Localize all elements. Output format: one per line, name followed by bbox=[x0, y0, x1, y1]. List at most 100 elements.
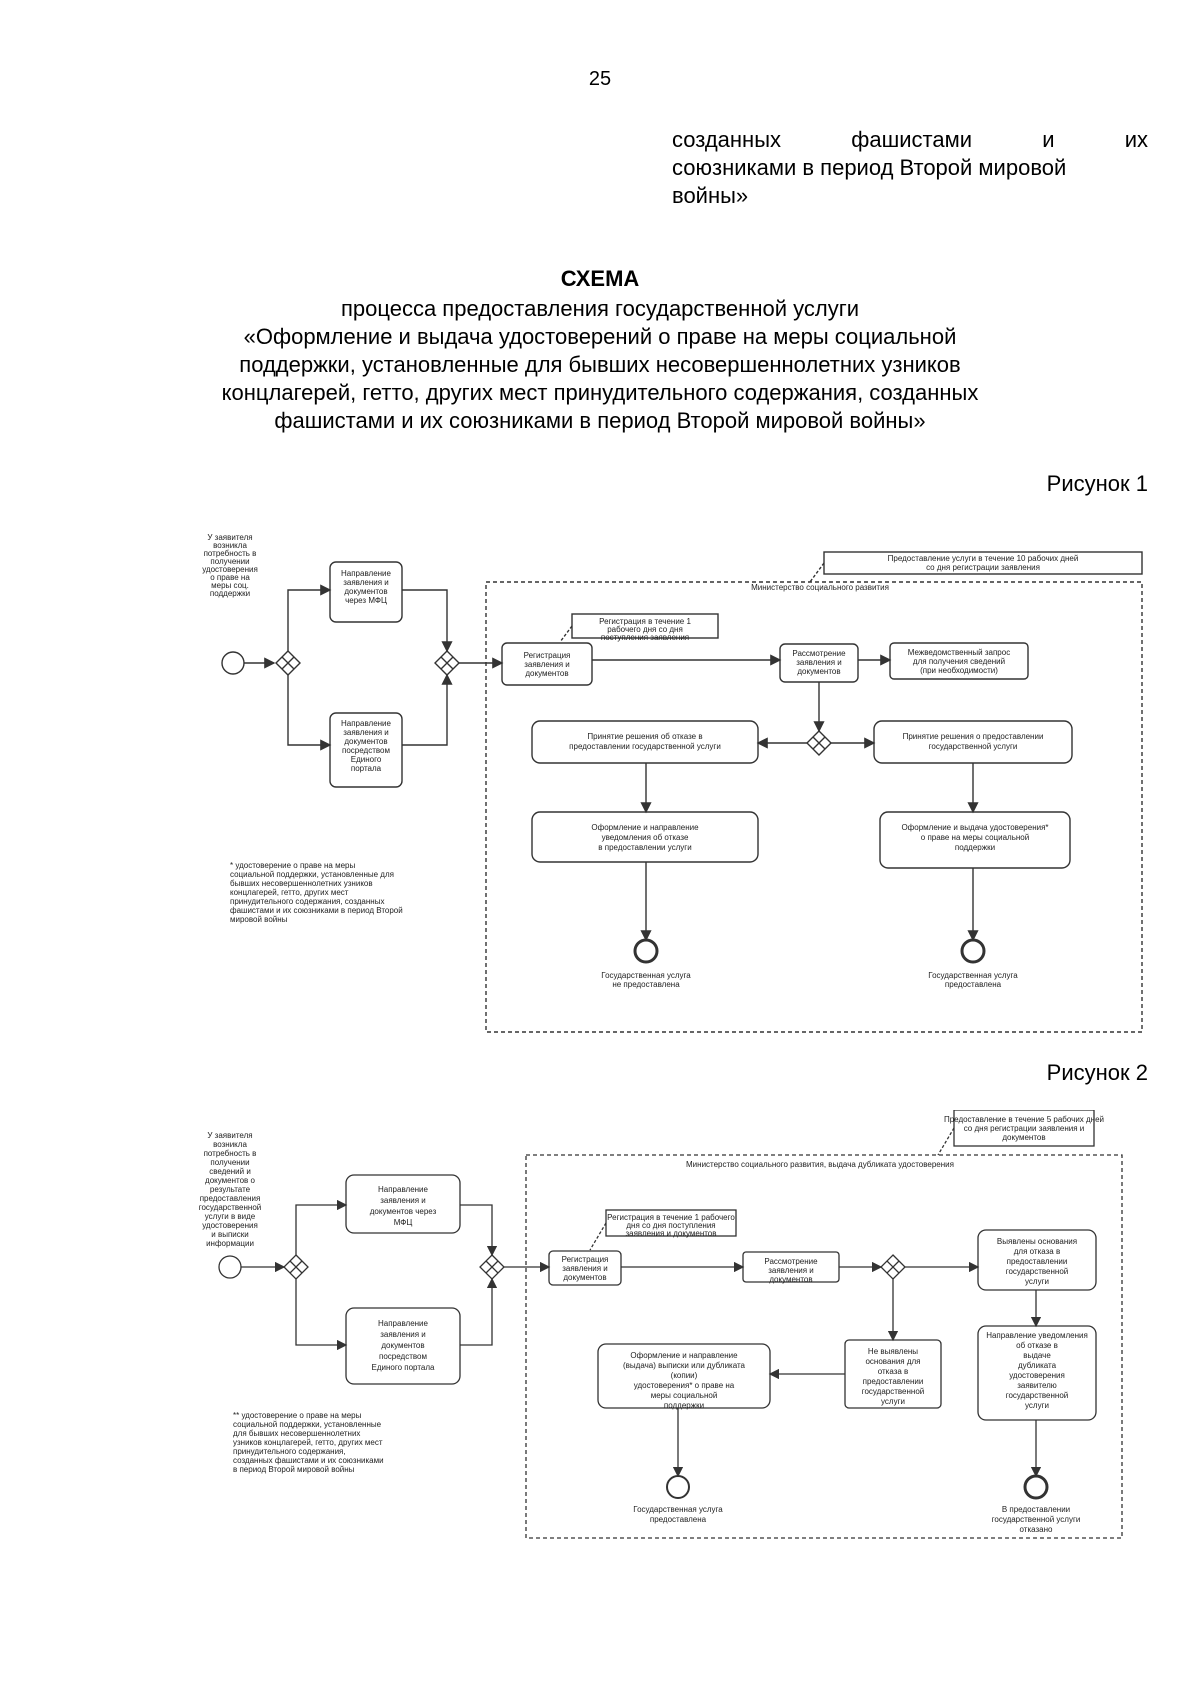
continued-line: союзниками в период Второй мировой bbox=[672, 155, 1067, 180]
footnote-line: * удостоверение о праве на меры bbox=[230, 861, 356, 870]
page-number: 25 bbox=[588, 68, 612, 90]
review-label-line: документов bbox=[797, 667, 840, 676]
deadline-register-label-line: Регистрация в течение 1 bbox=[599, 617, 691, 626]
issue-duplicate-label-line: (выдача) выписки или дубликата bbox=[623, 1361, 746, 1370]
issue-cert-label-line: поддержки bbox=[955, 843, 995, 852]
start-note-line: сведений и bbox=[209, 1167, 251, 1176]
task-issue-duplicate bbox=[597, 1343, 771, 1409]
footnote-line: социальной поддержки, установленные bbox=[233, 1420, 382, 1429]
footnote-line: принудительного содержания, созданных bbox=[230, 897, 384, 906]
end-refused-label-line: государственной услуги bbox=[992, 1515, 1081, 1524]
start-note-line: информации bbox=[206, 1239, 254, 1248]
task-register bbox=[548, 1250, 622, 1286]
scheme-title: СХЕМА bbox=[560, 266, 640, 291]
review-label-line: Рассмотрение bbox=[792, 649, 846, 658]
register-label-line: документов bbox=[563, 1273, 606, 1282]
end-event-granted bbox=[666, 1475, 690, 1499]
subtitle-line: фашистами и их союзниками в период Второ… bbox=[274, 408, 926, 433]
start-note-line: возникла bbox=[213, 1140, 247, 1149]
gateway-join bbox=[479, 1254, 505, 1280]
start-note-line: и выписки bbox=[211, 1230, 248, 1239]
no-grounds-label-line: отказа в bbox=[878, 1367, 909, 1376]
review-label-line: документов bbox=[769, 1275, 812, 1284]
footnote-line: концлагерей, гетто, других мест bbox=[230, 888, 349, 897]
deadline-register-label-line: рабочего дня со дня bbox=[607, 625, 683, 634]
submit-portal-label-line: посредством bbox=[379, 1352, 427, 1361]
issue-refusal-label-line: уведомления об отказе bbox=[602, 833, 689, 842]
deadline-register-label-line: дня со дня поступления bbox=[626, 1221, 715, 1230]
refusal-label-line: выдаче bbox=[1023, 1351, 1051, 1360]
issue-duplicate-label-line: меры социальной bbox=[651, 1391, 718, 1400]
start-note-line: о праве на bbox=[210, 573, 250, 582]
no-grounds-label-line: предоставлении bbox=[863, 1377, 924, 1386]
footnote-line: бывших несовершеннолетних узников bbox=[230, 879, 373, 888]
submit-mfc-label-line: заявления и bbox=[380, 1196, 426, 1205]
register-label-line: документов bbox=[525, 669, 568, 678]
submit-mfc-label-line: документов через bbox=[370, 1207, 437, 1216]
interagency-label-line: (при необходимости) bbox=[920, 666, 998, 675]
register-label-line: заявления и bbox=[524, 660, 570, 669]
continued-line: созданных фашистами и их bbox=[672, 127, 1148, 152]
task-issue-refusal bbox=[531, 811, 759, 863]
submit-mfc-label-line: заявления и bbox=[343, 578, 389, 587]
refuse-decision-label-line: предоставлении государственной услуги bbox=[569, 742, 721, 751]
deadline-register-label-line: Регистрация в течение 1 рабочего bbox=[607, 1213, 735, 1222]
subtitle-line: концлагерей, гетто, других мест принудит… bbox=[221, 380, 979, 405]
deadline-top-label-line: со дня регистрации заявления bbox=[926, 563, 1040, 572]
grounds-found-label-line: предоставлении bbox=[1007, 1257, 1068, 1266]
issue-duplicate-label-line: удостоверения* о праве на bbox=[634, 1381, 735, 1390]
start-note-line: получении bbox=[210, 1158, 249, 1167]
end-refused-label-line: В предоставлении bbox=[1002, 1505, 1070, 1514]
submit-portal-label-line: посредством bbox=[342, 746, 390, 755]
refusal-label-line: об отказе в bbox=[1016, 1341, 1058, 1350]
deadline-register-label-line: поступления заявления bbox=[601, 633, 689, 642]
start-note-line: удостоверения bbox=[202, 565, 258, 574]
end-event-refused bbox=[633, 938, 659, 964]
gateway-decision bbox=[806, 730, 832, 756]
grounds-found-label-line: услуги bbox=[1025, 1277, 1049, 1286]
interagency-label-line: для получения сведений bbox=[913, 657, 1005, 666]
task-submit-portal bbox=[329, 712, 403, 788]
submit-mfc-label-line: Направление bbox=[341, 569, 392, 578]
deadline-register-label-line: заявления и документов bbox=[625, 1229, 716, 1238]
end-granted-label-line: Государственная услуга bbox=[928, 971, 1018, 980]
start-event bbox=[221, 651, 245, 675]
no-grounds-label-line: услуги bbox=[881, 1397, 905, 1406]
review-label-line: заявления и bbox=[768, 1266, 814, 1275]
submit-portal-label-line: Единого bbox=[351, 755, 382, 764]
task-refusal-notice bbox=[977, 1325, 1097, 1421]
continued-text: созданных фашистами и их союзниками в пе… bbox=[672, 126, 1148, 210]
subtitle-line: поддержки, установленные для бывших несо… bbox=[239, 352, 961, 377]
end-event-granted bbox=[960, 938, 986, 964]
end-refused-label-line: отказано bbox=[1020, 1525, 1054, 1534]
deadline-top-label-line: со дня регистрации заявления и bbox=[964, 1124, 1085, 1133]
interagency-label-line: Межведомственный запрос bbox=[908, 648, 1010, 657]
footnote-line: фашистами и их союзниками в период Второ… bbox=[230, 906, 403, 915]
submit-portal-label-line: заявления и bbox=[380, 1330, 426, 1339]
submit-mfc-label-line: МФЦ bbox=[394, 1218, 413, 1227]
submit-portal-label-line: Единого портала bbox=[372, 1363, 436, 1372]
end-refused-label-line: не предоставлена bbox=[612, 980, 680, 989]
start-note-line: удостоверения bbox=[202, 1221, 258, 1230]
start-note-line: результате bbox=[210, 1185, 251, 1194]
refusal-label-line: государственной bbox=[1006, 1391, 1069, 1400]
footnote-line: для бывших несовершеннолетних bbox=[233, 1429, 360, 1438]
task-submit-mfc bbox=[345, 1174, 461, 1234]
lane-label: Министерство социального развития, выдач… bbox=[686, 1160, 954, 1169]
figure-1-label: Рисунок 1 bbox=[1046, 471, 1148, 496]
submit-mfc-label-line: документов bbox=[344, 587, 387, 596]
submit-portal-label-line: Направление bbox=[378, 1319, 429, 1328]
task-submit-portal bbox=[345, 1307, 461, 1385]
grounds-found-label-line: Выявлены основания bbox=[997, 1237, 1077, 1246]
